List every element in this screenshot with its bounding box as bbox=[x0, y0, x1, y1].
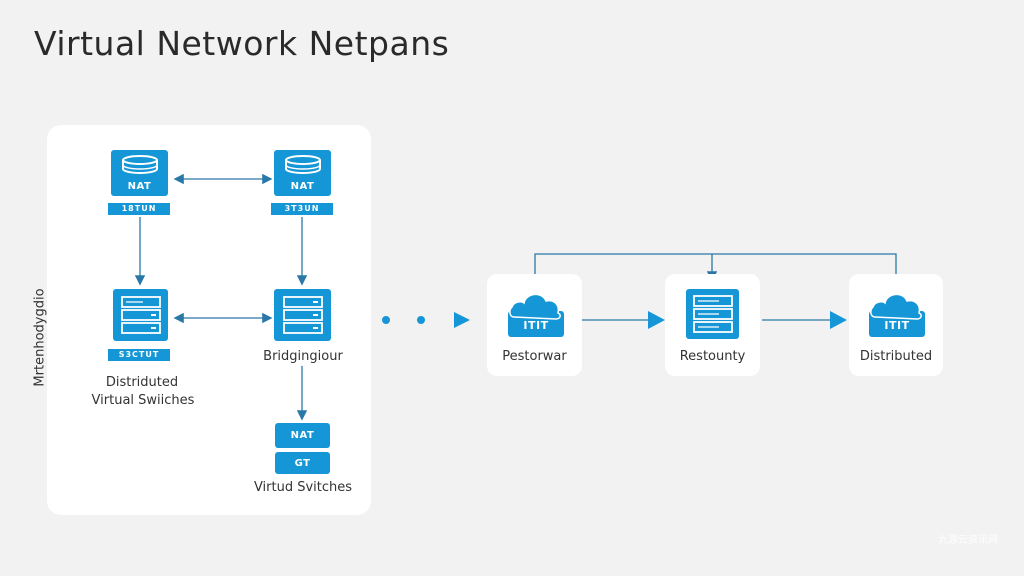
database-icon bbox=[284, 155, 321, 174]
nat-node-3[interactable]: NAT bbox=[275, 423, 330, 448]
switch-1-tag: S3CTUT bbox=[108, 349, 170, 361]
nat-3-label: NAT bbox=[290, 430, 315, 441]
cloud-1-label: ITIT bbox=[523, 319, 549, 332]
server-icon bbox=[120, 296, 161, 334]
virtual-switch-node-1[interactable] bbox=[113, 289, 168, 341]
page-title: Virtual Network Netpans bbox=[34, 24, 450, 63]
nat-node-3-sub: GT bbox=[275, 452, 330, 474]
cloud-icon bbox=[508, 293, 564, 337]
nat-3-sublabel: GT bbox=[294, 457, 311, 469]
nat-2-tag: 3T3UN bbox=[271, 203, 333, 215]
nat-1-label: NAT bbox=[127, 181, 152, 192]
nat-2-label: NAT bbox=[290, 181, 315, 192]
database-icon bbox=[121, 155, 158, 174]
bridging-caption: Bridgingiour bbox=[263, 349, 343, 364]
card-3-caption: Distributed bbox=[859, 349, 933, 364]
flow-arrow-head bbox=[454, 312, 470, 328]
cloud-node-3[interactable]: ITIT bbox=[865, 289, 929, 339]
watermark: 九游云资讯网 bbox=[938, 535, 998, 546]
nat-1-tag: 18TUN bbox=[108, 203, 170, 215]
card1-card2-arrow-head bbox=[648, 311, 665, 329]
top-bracket-connector bbox=[534, 253, 897, 274]
bridging-switch-node[interactable] bbox=[274, 289, 331, 341]
cloud-3-label: ITIT bbox=[884, 319, 910, 332]
card-1-caption: Pestorwar bbox=[502, 349, 567, 364]
server-icon bbox=[282, 296, 323, 334]
flow-dot-2 bbox=[417, 316, 425, 324]
virtual-switches-caption: Virtud Svitches bbox=[253, 480, 353, 495]
card-2-caption: Restounty bbox=[679, 349, 746, 364]
server-node-2[interactable] bbox=[686, 289, 739, 339]
nat-node-2[interactable]: NAT bbox=[274, 150, 331, 196]
cloud-icon bbox=[869, 293, 925, 337]
card2-card3-arrow-head bbox=[830, 311, 847, 329]
distributed-caption-line-1: Distriduted bbox=[105, 375, 179, 390]
distributed-caption-line-2: Virtual Swiiches bbox=[91, 393, 195, 408]
flow-dot-1 bbox=[382, 316, 390, 324]
nat-node-1[interactable]: NAT bbox=[111, 150, 168, 196]
server-icon bbox=[692, 295, 733, 333]
cloud-node-1[interactable]: ITIT bbox=[504, 289, 568, 339]
